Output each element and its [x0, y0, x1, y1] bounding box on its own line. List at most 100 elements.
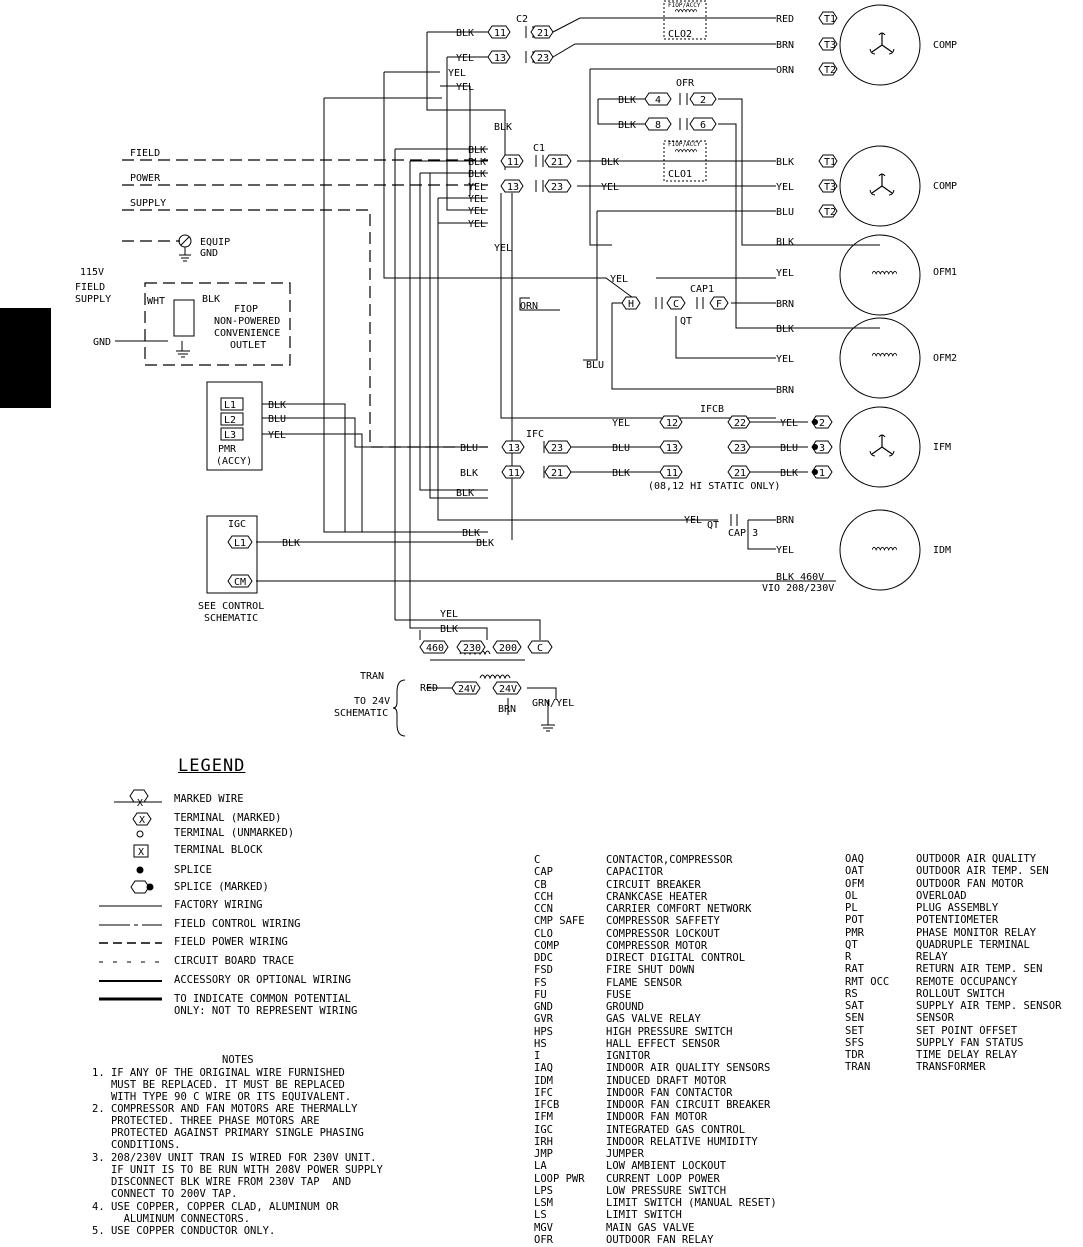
note-item: 1. IF ANY OF THE ORIGINAL WIRE FURNISHED…	[92, 1067, 352, 1103]
notes-title: NOTES	[222, 1054, 254, 1066]
terminal-label: CM	[234, 577, 246, 588]
clo1-label: CLO1	[668, 169, 692, 180]
ifc-label: IFC	[526, 429, 544, 440]
abbreviation-code: CB	[534, 878, 547, 891]
abbreviation-meaning: FIRE SHUT DOWN	[606, 964, 695, 977]
diagram-labels: BLK YEL YEL YEL RED BRN ORN BLK BLK BLK …	[75, 2, 957, 719]
idm-label: IDM	[933, 545, 951, 556]
legend-item: MARKED WIRE	[174, 793, 244, 805]
abbreviation-code: IDM	[534, 1074, 553, 1087]
legend-x-mark: X	[139, 815, 145, 826]
abbreviation-meaning: QUADRUPLE TERMINAL	[916, 938, 1030, 951]
terminal-label: 230	[463, 643, 481, 654]
splices	[812, 419, 818, 475]
abbreviation-code: CCN	[534, 903, 553, 915]
abbreviation-meaning: INDOOR AIR QUALITY SENSORS	[606, 1062, 771, 1075]
qt-label: QT	[707, 520, 719, 531]
igc-label: IGC	[228, 519, 246, 530]
wire-label: RED	[776, 14, 794, 25]
abbreviation-code: MGV	[534, 1221, 553, 1234]
abbreviation-code: RS	[845, 987, 858, 1000]
motor-windings	[458, 9, 897, 679]
wire-label: YEL	[440, 609, 458, 620]
wire-label: BLK	[780, 468, 798, 479]
abbreviation-meaning: INTEGRATED GAS CONTROL	[606, 1123, 746, 1136]
terminal-label: 23	[551, 182, 563, 193]
terminal-label: L2	[224, 415, 236, 426]
abbreviation-meaning: COMPRESSOR LOCKOUT	[606, 927, 720, 940]
legend-item: TO INDICATE COMMON POTENTIAL	[174, 993, 352, 1005]
abbreviation-code: CAP	[534, 866, 553, 879]
wire-label: BLK	[456, 488, 474, 499]
terminal-label: 23	[734, 443, 746, 454]
abbreviation-code: TRAN	[845, 1061, 871, 1074]
ofr-label: OFR	[676, 78, 695, 89]
abbreviation-meaning: COMPRESSOR MOTOR	[606, 939, 708, 952]
terminal-label: 8	[655, 120, 661, 131]
terminal-label: 12	[666, 418, 678, 429]
abbreviation-code: OAQ	[845, 853, 864, 865]
supply-label: SUPPLY	[130, 198, 166, 209]
abbreviation-code: FU	[534, 988, 547, 1001]
wire-label: VIO 208/230V	[762, 583, 834, 594]
wire-label: YEL	[780, 418, 798, 429]
wire-label: GRN/YEL	[532, 698, 574, 709]
abbreviation-meaning: LOW PRESSURE SWITCH	[606, 1184, 727, 1197]
pmr-label: (ACCY)	[216, 456, 252, 467]
terminal-label: T3	[824, 182, 836, 193]
wire-label: YEL	[494, 243, 512, 254]
wire-label: BLK	[468, 145, 486, 156]
abbreviation-meaning: INDUCED DRAFT MOTOR	[606, 1074, 727, 1087]
abbreviation-code: HPS	[534, 1025, 553, 1038]
abbreviation-code: LOOP PWR	[534, 1172, 585, 1185]
page-side-tab	[0, 308, 51, 408]
legend-item: TERMINAL BLOCK	[174, 844, 263, 856]
wire-label: YEL	[610, 274, 628, 285]
abbreviation-meaning: FUSE	[606, 988, 632, 1001]
abbreviation-code: I	[534, 1050, 541, 1062]
note-item: 5. USE COPPER CONDUCTOR ONLY.	[92, 1225, 276, 1237]
wire-label: BLK	[460, 468, 478, 479]
wire-label: BLU	[268, 414, 286, 425]
wire-label: BLK 460V	[776, 572, 824, 583]
terminal-label: 23	[551, 443, 563, 454]
note-item: 3. 208/230V UNIT TRAN IS WIRED FOR 230V …	[92, 1152, 383, 1200]
fiop-label: OUTLET	[230, 340, 266, 351]
abbreviation-code: FS	[534, 976, 547, 989]
terminal-label: 200	[499, 643, 517, 654]
abbreviation-meaning: IGNITOR	[606, 1050, 651, 1062]
wire-label: BLU	[612, 443, 630, 454]
abbreviation-meaning: GAS VALVE RELAY	[606, 1013, 701, 1026]
field-supply-label: FIELD	[75, 282, 105, 293]
abbreviation-meaning: SUPPLY FAN STATUS	[916, 1036, 1024, 1049]
wire-label: BLK	[776, 237, 794, 248]
abbreviation-meaning: INDOOR RELATIVE HUMIDITY	[606, 1135, 758, 1148]
abbreviation-meaning: DIRECT DIGITAL CONTROL	[606, 952, 746, 964]
wire-label: RED	[420, 683, 438, 694]
abbreviation-code: SFS	[845, 1036, 864, 1049]
wire-label: BLK	[612, 468, 630, 479]
cap1-label: CAP1	[690, 284, 714, 295]
abbreviation-meaning: INDOOR FAN CONTACTOR	[606, 1086, 733, 1099]
ofm2-label: OFM2	[933, 353, 957, 364]
abbreviation-code: C	[534, 854, 541, 866]
wire-label: BLK	[268, 400, 286, 411]
abbreviation-meaning: LOW AMBIENT LOCKOUT	[606, 1160, 727, 1173]
terminal-label: C	[537, 643, 543, 654]
wire-label: WHT	[147, 296, 165, 307]
abbreviation-code: SAT	[845, 1000, 864, 1012]
abbreviation-code: QT	[845, 938, 858, 951]
cap3-label: CAP 3	[728, 528, 758, 539]
abbreviation-code: POT	[845, 914, 864, 927]
legend-item: ONLY: NOT TO REPRESENT WIRING	[174, 1005, 358, 1017]
wire-label: YEL	[776, 354, 794, 365]
wire-label: ORN	[776, 65, 794, 76]
see-control-label: SEE CONTROL	[198, 601, 264, 612]
wire-label: BLK	[494, 122, 512, 133]
wire-label: YEL	[468, 194, 486, 205]
abbreviation-meaning: LIMIT SWITCH (MANUAL RESET)	[606, 1197, 777, 1209]
abbreviation-meaning: CRANKCASE HEATER	[606, 890, 708, 903]
abbreviation-code: IRH	[534, 1135, 553, 1148]
terminal-label: 13	[494, 53, 506, 64]
